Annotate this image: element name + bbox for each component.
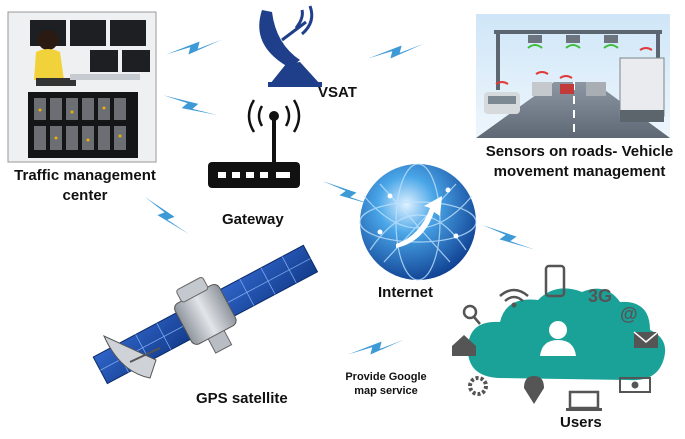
gateway-router-icon — [208, 99, 301, 188]
traffic-center-illustration — [7, 11, 157, 163]
sensors-label: Sensors on roads- Vehicle movement manag… — [474, 142, 685, 182]
vsat-label: VSAT — [318, 84, 357, 101]
gps-label: GPS satellite — [196, 390, 288, 407]
location-pin-icon — [524, 376, 544, 404]
internet-label: Internet — [378, 284, 434, 301]
gear-icon — [468, 376, 488, 396]
money-icon — [619, 377, 651, 393]
google-map-service-line2: map service — [354, 385, 418, 397]
bolt-users-gps — [348, 339, 404, 355]
vsat-dish-icon — [259, 5, 322, 87]
bolt-internet-users — [482, 213, 535, 262]
google-map-service-label: Provide Google map service — [338, 370, 434, 398]
3g-badge: 3G — [588, 286, 612, 306]
road-sensors-illustration — [476, 14, 670, 138]
gateway-label: Gateway — [222, 211, 284, 228]
traffic-center-label-line1: Traffic management — [14, 167, 156, 184]
home-icon — [452, 335, 476, 356]
users-cloud-group: 3G @ — [452, 264, 666, 411]
laptop-icon — [568, 390, 600, 410]
wifi-icon — [499, 288, 529, 302]
mail-icon — [634, 332, 658, 348]
traffic-center-label-line2: center — [62, 187, 108, 204]
phone-icon — [544, 264, 566, 298]
internet-globe-icon — [359, 163, 477, 281]
search-icon — [462, 304, 478, 320]
bolt-vsat-tmc — [166, 39, 222, 55]
user-icon — [549, 321, 567, 339]
sensors-label-line2: movement management — [493, 163, 666, 180]
bolt-vsat-sensors — [368, 43, 424, 59]
sensors-label-line1: Sensors on roads- Vehicle — [485, 143, 674, 160]
google-map-service-line1: Provide Google — [345, 371, 427, 383]
users-label: Users — [560, 414, 602, 431]
traffic-center-label: Traffic management center — [0, 166, 170, 206]
gps-satellite-illustration — [92, 244, 319, 385]
at-badge: @ — [620, 304, 638, 324]
bolt-tmc-gateway — [163, 83, 218, 128]
